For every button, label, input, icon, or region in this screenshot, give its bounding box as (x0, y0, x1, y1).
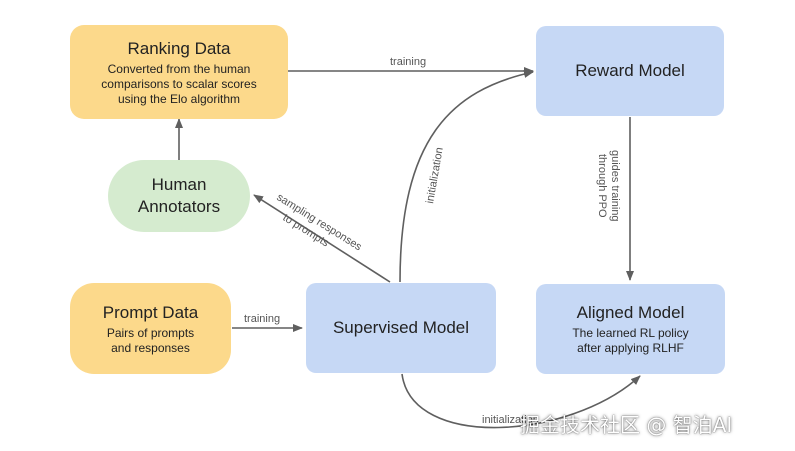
edge-label-supervised-to-reward: initialization (424, 146, 446, 204)
aligned-model-node: Aligned Model The learned RL policy afte… (536, 284, 725, 374)
edge-label-prompt-training: training (244, 313, 280, 325)
reward-model-title: Reward Model (575, 61, 685, 80)
ranking-desc-line-1: Converted from the human (107, 61, 251, 76)
edge-label-supervised-to-aligned: initialization (482, 414, 539, 426)
ranking-data-desc: Converted from the human comparisons to … (101, 62, 256, 107)
edge-label-ranking-training: training (390, 56, 426, 68)
edge-supervised-to-annotators (253, 194, 391, 283)
aligned-desc-line-2: after applying RLHF (577, 341, 684, 355)
annotators-line-1: Human (151, 175, 207, 194)
prompt-data-node: Prompt Data Pairs of prompts and respons… (70, 283, 231, 374)
reward-model-node: Reward Model (536, 26, 724, 116)
human-annotators-node: Human Annotators (108, 160, 250, 232)
annotators-line-2: Annotators (137, 197, 221, 216)
prompt-data-desc: Pairs of prompts and responses (107, 326, 194, 356)
supervised-model-title: Supervised Model (332, 318, 470, 337)
prompt-desc-line-2: and responses (111, 340, 190, 355)
ranking-desc-line-2: comparisons to scalar scores (101, 76, 257, 91)
aligned-model-title: Aligned Model (576, 303, 685, 322)
ranking-data-title: Ranking Data (127, 38, 231, 58)
edge-label-reward-line1: guides training (609, 150, 621, 222)
edge-supervised-to-reward (399, 70, 534, 283)
prompt-desc-line-1: Pairs of prompts (106, 325, 195, 340)
edge-label-reward-to-aligned: guides training through PPO (596, 150, 621, 222)
aligned-model-desc: The learned RL policy after applying RLH… (572, 326, 688, 356)
ranking-desc-line-3: using the Elo algorithm (117, 91, 241, 106)
edge-label-sampling: sampling responses to prompts (274, 191, 364, 253)
watermark-text: 掘金技术社区 @ 智泊AI (520, 413, 733, 437)
aligned-desc-line-1: The learned RL policy (572, 326, 689, 340)
supervised-model-node: Supervised Model (306, 283, 496, 373)
prompt-data-title: Prompt Data (102, 302, 199, 322)
edge-supervised-to-aligned (401, 373, 641, 429)
edge-label-reward-line2: through PPO (596, 154, 608, 218)
ranking-data-node: Ranking Data Converted from the human co… (70, 25, 288, 119)
